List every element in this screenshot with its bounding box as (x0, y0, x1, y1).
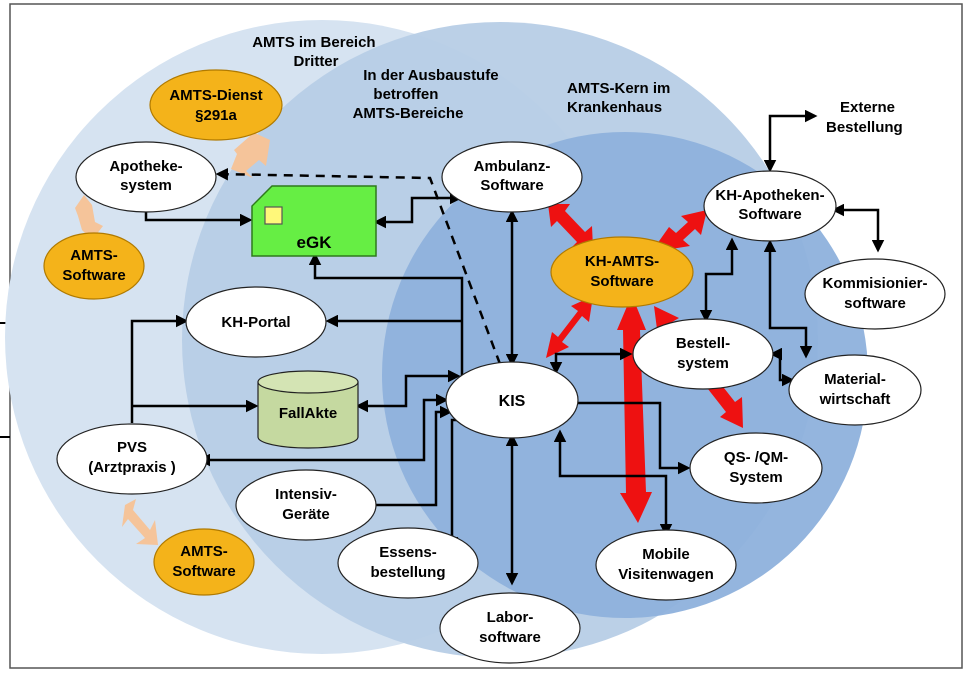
node-bestell-system: Bestell-system (632, 318, 774, 390)
svg-text:Labor-software: Labor-software (479, 609, 541, 646)
node-pvs-arztpraxis: PVS(Arztpraxis ) (56, 423, 208, 495)
node-fallakte-database: FallAkte (257, 370, 359, 449)
line-apotheke-egk (144, 212, 253, 227)
svg-text:Intensiv-Geräte: Intensiv-Geräte (275, 486, 337, 523)
peach-arrows (75, 129, 270, 545)
region-label-expansion: In der Ausbaustufe betroffen AMTS-Bereic… (353, 67, 503, 122)
node-amts-software-bottom: AMTS-Software (153, 528, 255, 596)
line-kis-apotheke-dashed (215, 167, 502, 365)
svg-text:Material-wirtschaft: Material-wirtschaft (819, 371, 891, 408)
peach-arrow-egk-dienst (231, 129, 270, 178)
connectors (130, 109, 885, 586)
line-khapo-bestell (699, 237, 739, 323)
svg-text:KIS: KIS (499, 393, 526, 410)
line-pvs-khportal (130, 314, 189, 423)
node-ambulanz-software: Ambulanz-Software (441, 141, 583, 213)
svg-text:AMTS-Software: AMTS-Software (62, 247, 125, 284)
line-egk-ambulanz (373, 191, 463, 229)
region-label-core: AMTS-Kern im Krankenhaus (567, 80, 675, 116)
line-khapo-kommissionier (831, 203, 885, 253)
line-intensiv-kis (349, 405, 453, 512)
svg-text:Bestell-system: Bestell-system (676, 335, 730, 372)
svg-text:AMTS-Dienst§291a: AMTS-Dienst§291a (169, 87, 262, 124)
svg-text:KH-Apotheken-Software: KH-Apotheken-Software (715, 187, 824, 223)
line-kis-bestell (549, 347, 633, 375)
red-arrow-ambulanz-khamts (548, 204, 593, 248)
node-kommissionier-software: Kommisionier-software (804, 258, 946, 330)
node-amts-software-left: AMTS-Software (43, 232, 145, 300)
svg-text:Ambulanz-Software: Ambulanz-Software (474, 158, 551, 194)
peach-arrow-apotheke-amts (75, 195, 103, 240)
svg-text:KH-Portal: KH-Portal (221, 314, 290, 331)
region-label-third-party: AMTS im Bereich Dritter (252, 34, 380, 70)
node-kh-amts-software: KH-AMTS-Software (550, 236, 694, 308)
line-bestell-material (769, 347, 795, 387)
svg-text:QS- /QM-System: QS- /QM-System (724, 449, 788, 486)
line-khapo-material (763, 239, 813, 359)
node-kh-portal: KH-Portal (185, 286, 327, 358)
egk-chip-icon (264, 206, 283, 225)
node-qs-qm-system: QS- /QM-System (689, 432, 823, 504)
svg-text:FallAkte: FallAkte (279, 405, 337, 422)
node-egk-card: eGK (251, 185, 377, 257)
svg-text:Apotheke-system: Apotheke-system (109, 158, 182, 194)
line-kis-mobile (553, 429, 673, 537)
svg-text:AMTS-Software: AMTS-Software (172, 543, 235, 580)
svg-text:Essens-bestellung: Essens-bestellung (370, 544, 445, 581)
svg-text:Kommisionier-software: Kommisionier-software (822, 275, 927, 312)
node-essens-bestellung: Essens-bestellung (337, 527, 479, 599)
node-material-wirtschaft: Material-wirtschaft (788, 354, 922, 426)
svg-text:PVS(Arztpraxis ): PVS(Arztpraxis ) (88, 439, 176, 476)
node-kh-apotheken-software: KH-Apotheken-Software (703, 170, 837, 242)
line-extern-khapo (763, 109, 818, 173)
peach-arrow-pvs-amts (122, 499, 158, 545)
node-labor-software: Labor-software (439, 592, 581, 664)
svg-text:KH-AMTS-Software: KH-AMTS-Software (585, 253, 659, 290)
node-kis: KIS (445, 361, 579, 439)
red-arrow-khamts-khapo (657, 210, 707, 250)
node-intensiv-geraete: Intensiv-Geräte (235, 469, 377, 541)
red-arrow-khamts-kis (546, 296, 593, 358)
node-amts-dienst: AMTS-Dienst§291a (149, 69, 283, 141)
node-apotheke-system: Apotheke-system (75, 141, 217, 213)
line-egk-kis (308, 252, 464, 378)
svg-text:eGK: eGK (297, 233, 333, 252)
